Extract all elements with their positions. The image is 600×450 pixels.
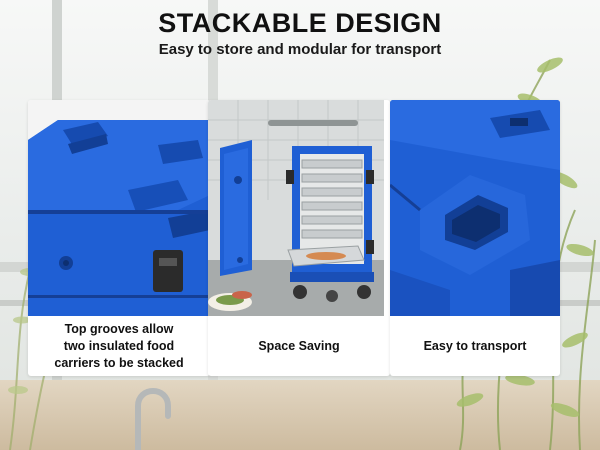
card-caption: Space Saving [208, 316, 390, 376]
feature-card-space-saving: Space Saving [208, 100, 390, 376]
caption-line: carriers to be stacked [54, 355, 184, 370]
product-photo-open-carrier [208, 100, 390, 316]
card-caption: Top grooves allow two insulated food car… [28, 316, 210, 376]
faucet-decoration [135, 388, 171, 450]
page-title: STACKABLE DESIGN [158, 8, 442, 38]
caption-line: Top grooves allow [64, 321, 174, 336]
caption-line: two insulated food [63, 338, 175, 353]
caption-line: Space Saving [258, 338, 340, 353]
product-photo-top-grooves [28, 100, 210, 316]
card-caption: Easy to transport [390, 316, 560, 376]
product-photo-handle [390, 100, 560, 316]
caption-line: Easy to transport [423, 338, 527, 353]
feature-card-easy-transport: Easy to transport [390, 100, 560, 376]
page-subtitle: Easy to store and modular for transport [158, 41, 442, 58]
feature-card-top-grooves: Top grooves allow two insulated food car… [28, 100, 210, 376]
window-sill [0, 380, 600, 450]
